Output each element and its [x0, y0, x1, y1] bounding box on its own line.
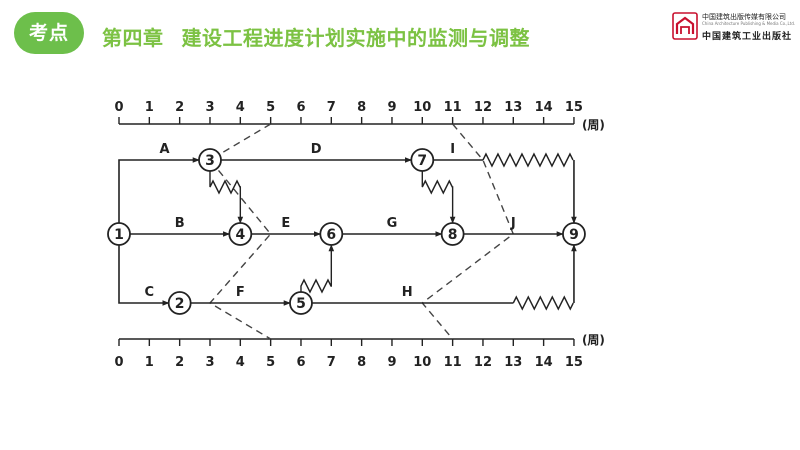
- scale-tick-label: 0: [114, 355, 123, 370]
- scale-tick-label: 9: [387, 100, 396, 115]
- scale-tick-label: 14: [535, 100, 553, 115]
- node-circle-6: [319, 222, 344, 246]
- scale-tick-label: 4: [236, 355, 245, 370]
- node-label-7: 7: [417, 153, 427, 169]
- activity-label-A: A: [159, 142, 169, 157]
- scale-tick-label: 2: [175, 100, 184, 115]
- scale-tick-label: 5: [266, 100, 275, 115]
- node-circle-7: [410, 148, 435, 172]
- publisher-name-en: China Architecture Publishing & Media Co…: [702, 21, 796, 26]
- scale-tick-label: 10: [413, 355, 431, 370]
- scale-unit-label: (周): [582, 333, 605, 347]
- activity-arrow-C: [118, 245, 170, 306]
- scale-tick-label: 5: [266, 355, 275, 370]
- scale-unit-label: (周): [582, 118, 605, 132]
- scale-tick-label: 2: [175, 355, 184, 370]
- scale-tick-label: 3: [205, 100, 214, 115]
- node-label-6: 6: [326, 227, 336, 243]
- activity-label-D: D: [311, 142, 322, 157]
- scale-tick-label: 3: [205, 355, 214, 370]
- node-label-8: 8: [448, 227, 458, 243]
- scale-tick-label: 8: [357, 355, 366, 370]
- scale-tick-label: 15: [565, 355, 583, 370]
- scale-tick-label: 12: [474, 100, 492, 115]
- scale-tick-label: 14: [535, 355, 553, 370]
- scale-tick-label: 9: [387, 355, 396, 370]
- scale-tick-label: 12: [474, 355, 492, 370]
- free-float-wave: [482, 152, 574, 168]
- chapter-label: 第四章: [102, 26, 164, 50]
- activity-label-J: J: [510, 216, 516, 231]
- scale-tick-label: 1: [145, 355, 154, 370]
- node-circle-5: [289, 291, 313, 315]
- activity-label-G: G: [387, 216, 398, 231]
- scale-tick-label: 6: [296, 100, 305, 115]
- node-circle-1: [107, 222, 131, 246]
- publisher-name: 中国建筑出版传媒有限公司: [702, 13, 786, 21]
- scale-tick-label: 8: [357, 100, 366, 115]
- check-line: [421, 123, 515, 340]
- page-title: 第四章建设工程进度计划实施中的监测与调整: [102, 22, 530, 51]
- activity-label-C: C: [145, 285, 155, 300]
- publisher-logo: 中国建筑出版传媒有限公司 China Architecture Publishi…: [672, 10, 796, 44]
- node-circle-8: [440, 222, 465, 246]
- scale-tick-label: 10: [413, 100, 431, 115]
- activity-label-H: H: [402, 285, 413, 300]
- publisher-name-alt: 中国建筑工业出版社: [702, 32, 793, 42]
- scale-tick-label: 13: [504, 355, 522, 370]
- chapter-title: 建设工程进度计划实施中的监测与调整: [181, 26, 530, 50]
- node-circle-2: [167, 291, 192, 315]
- node-circle-4: [228, 222, 253, 246]
- scale-tick-label: 11: [444, 355, 462, 370]
- node-label-4: 4: [235, 227, 245, 243]
- scale-tick-label: 1: [145, 100, 154, 115]
- scale-tick-label: 7: [327, 355, 336, 370]
- scale-tick-label: 13: [504, 100, 522, 115]
- check-line: [208, 123, 272, 340]
- node-circle-9: [562, 222, 586, 246]
- node-circle-3: [198, 148, 222, 172]
- topic-badge: 考点: [14, 12, 84, 54]
- activity-label-E: E: [281, 216, 290, 231]
- activity-arrow-A: [118, 157, 200, 223]
- free-float-wave: [512, 295, 574, 311]
- node-label-5: 5: [296, 296, 306, 312]
- scale-tick-label: 0: [114, 100, 123, 115]
- scale-tick-label: 4: [236, 100, 245, 115]
- scale-tick-label: 15: [565, 100, 583, 115]
- activity-label-I: I: [450, 142, 455, 157]
- activity-label-F: F: [236, 285, 245, 300]
- publisher-emblem-icon: [672, 12, 698, 40]
- scale-tick-label: 11: [444, 100, 462, 115]
- node-label-1: 1: [114, 227, 124, 243]
- node-label-3: 3: [205, 153, 215, 169]
- node-label-2: 2: [175, 296, 185, 312]
- dummy-link: [421, 171, 456, 224]
- dummy-link: [209, 171, 244, 224]
- scale-tick-label: 7: [327, 100, 336, 115]
- node-label-9: 9: [569, 227, 579, 243]
- scale-tick-label: 6: [296, 355, 305, 370]
- dummy-link: [300, 244, 335, 294]
- activity-label-B: B: [175, 216, 185, 231]
